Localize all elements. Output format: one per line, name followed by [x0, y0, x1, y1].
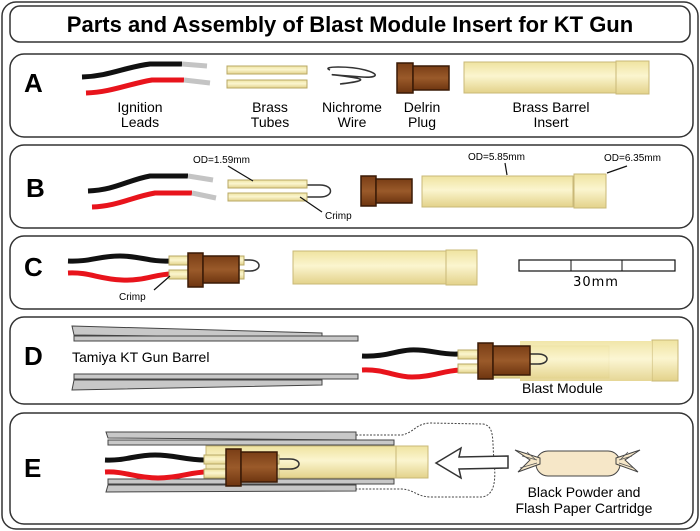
scale-bar [518, 259, 676, 272]
page-title: Parts and Assembly of Blast Module Inser… [67, 12, 633, 37]
brass-barrel-insert [463, 60, 650, 95]
delrin-plug-b [360, 175, 413, 207]
crimp-label-c: Crimp [119, 292, 146, 303]
crimp-label-b: Crimp [325, 211, 352, 222]
label-delrin: Delrin [404, 99, 441, 115]
scale-label: 30mm [573, 275, 619, 290]
assembled-gun-e [104, 422, 496, 498]
arrow-left-icon [434, 446, 509, 480]
blast-module-label: Blast Module [522, 380, 603, 396]
label-brass-barrel: Brass Barrel [512, 99, 589, 115]
label-tubes: Tubes [251, 114, 289, 130]
cartridge-label-2: Flash Paper Cartridge [516, 500, 653, 516]
delrin-plug [396, 62, 450, 94]
panel-d: D Tamiya KT Gun Barrel Blast Module [9, 316, 694, 405]
title-box [9, 5, 691, 43]
brass-insert-c [292, 249, 478, 286]
kt-gun-barrel [71, 325, 359, 391]
label-ignition: Ignition [117, 99, 162, 115]
tubes-with-wire [227, 179, 332, 202]
label-nichrome: Nichrome [322, 99, 382, 115]
label-brass: Brass [252, 99, 288, 115]
label-plug: Plug [408, 114, 436, 130]
label-leads: Leads [121, 114, 159, 130]
od-insert-label: OD=5.85mm [468, 152, 525, 163]
blast-module-d [361, 339, 679, 382]
panel-c: C Crimp 30mm [9, 235, 694, 310]
barrel-label: Tamiya KT Gun Barrel [72, 349, 209, 365]
cartridge [514, 449, 641, 477]
panel-letter-c: C [24, 252, 43, 282]
panel-a: A Ignition Leads Brass Tubes Nichrome Wi… [9, 53, 694, 138]
brass-insert-b [421, 173, 607, 209]
label-wire: Wire [338, 114, 367, 130]
od-collar-label: OD=6.35mm [604, 153, 661, 164]
nichrome-wire [327, 66, 376, 85]
panel-e: E Black Powder and Flash Pape [9, 412, 694, 525]
label-insert: Insert [533, 114, 568, 130]
panel-letter-e: E [24, 453, 41, 483]
cartridge-label-1: Black Powder and [528, 484, 641, 500]
assembled-leads-c [67, 252, 260, 288]
od-tube-label: OD=1.59mm [193, 155, 250, 166]
panel-b: B OD=1.59mm Crimp OD=5.85mm OD=6.35mm [9, 144, 694, 229]
panel-letter-d: D [24, 341, 43, 371]
panel-letter-b: B [26, 173, 45, 203]
ignition-leads-b [87, 173, 217, 210]
ignition-leads [81, 61, 211, 96]
brass-tubes [226, 65, 308, 89]
panel-letter-a: A [24, 68, 43, 98]
